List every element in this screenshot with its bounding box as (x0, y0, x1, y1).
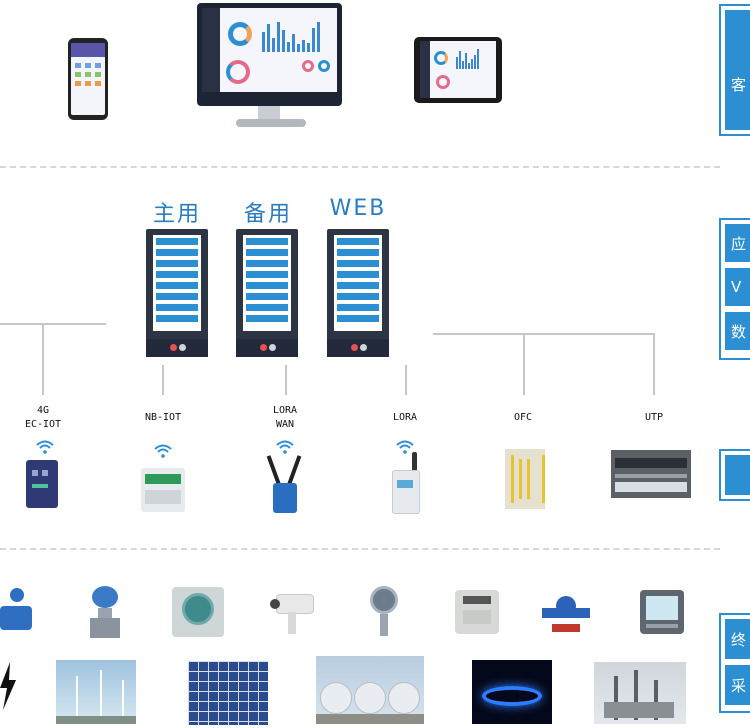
ofc-fiber-patch-photo (505, 449, 545, 509)
solar-panel-photo (188, 661, 268, 725)
tier-divider-bottom (0, 548, 720, 550)
power-meter-image (640, 590, 684, 634)
lightning-icon (0, 662, 16, 710)
desktop-monitor-client (197, 3, 342, 106)
security-camera-image (268, 590, 314, 636)
utp-network-switch-photo (611, 450, 691, 498)
protocol-label-lora: LORA (392, 412, 418, 423)
connector-utp-vertical (653, 333, 655, 395)
connector-ofc-vertical (523, 333, 525, 395)
wifi-icon (396, 440, 414, 454)
server-web (327, 229, 389, 357)
connector-left-horizontal (0, 323, 106, 325)
side-panel-client: 客 (719, 4, 750, 136)
server-title-backup: 备用 (243, 202, 292, 227)
side-panel-terminal-label-1: 终 (725, 619, 750, 659)
server-title-primary: 主用 (152, 202, 201, 227)
protocol-label-nbiot: NB-IOT (144, 412, 182, 423)
smart-gas-meter-image (455, 590, 499, 634)
side-panel-terminal: 终 采 (719, 613, 750, 713)
side-panel-application-label-2: V (725, 268, 750, 306)
connector-lora-vertical (405, 365, 407, 395)
side-panel-application-label-1: 应 (725, 224, 750, 262)
wifi-icon (276, 440, 294, 454)
side-panel-network-fill (725, 455, 750, 495)
server-title-web: WEB (329, 196, 387, 221)
gateway-lora-device (390, 452, 422, 514)
wifi-icon (154, 444, 172, 458)
gateway-lorawan-device (266, 455, 302, 513)
monitor-stand (258, 106, 280, 120)
connector-right-horizontal (433, 333, 655, 335)
wind-farm-photo (56, 660, 136, 724)
gas-storage-tanks-photo (316, 656, 424, 724)
server-backup (236, 229, 298, 357)
side-panel-network (719, 449, 750, 501)
gas-flame-photo (472, 660, 552, 724)
side-panel-application: 应 V 数 (719, 218, 750, 360)
connector-lorawan-vertical (285, 365, 287, 395)
pressure-transmitter-image (86, 586, 124, 638)
connector-4g-vertical (42, 323, 44, 395)
electromagnetic-flowmeter-image (0, 588, 32, 636)
gateway-4g-device (26, 460, 58, 508)
substation-photo (594, 662, 686, 724)
tablet-client (414, 37, 502, 103)
side-panel-application-label-3: 数 (725, 312, 750, 350)
tier-divider-top (0, 166, 720, 168)
connector-nbiot-vertical (162, 365, 164, 395)
pressure-gauge-transmitter-image (366, 586, 402, 638)
gateway-nbiot-device (141, 468, 185, 512)
protocol-label-ofc: OFC (513, 412, 533, 423)
monitor-base (236, 119, 306, 127)
server-primary (146, 229, 208, 357)
protocol-label-utp: UTP (644, 412, 664, 423)
water-meter-image (542, 594, 590, 634)
wifi-icon (36, 440, 54, 454)
side-panel-terminal-label-2: 采 (725, 665, 750, 705)
mobile-phone-client (68, 38, 108, 120)
side-panel-client-label: 客 (725, 10, 750, 130)
turbine-flowmeter-image (172, 587, 224, 637)
